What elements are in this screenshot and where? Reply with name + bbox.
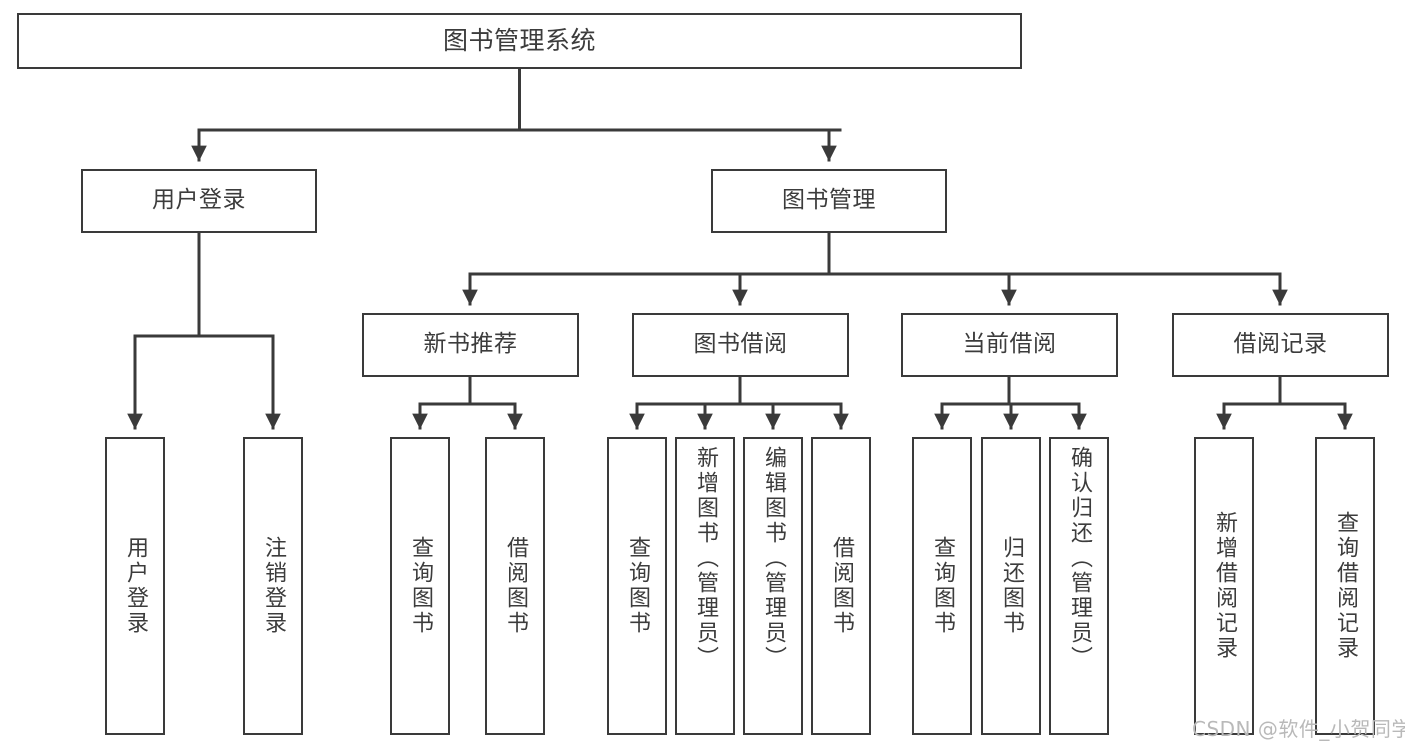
node-leaf-query-book-1[interactable]: 查询图书 — [390, 437, 450, 735]
node-leaf-borrow-book-1[interactable]: 借阅图书 — [485, 437, 545, 735]
node-borrow-record-label: 借阅记录 — [1233, 331, 1328, 358]
node-leaf-query-borrow-record-label: 查询借阅记录 — [1333, 511, 1358, 661]
node-leaf-return-book[interactable]: 归还图书 — [981, 437, 1041, 735]
node-leaf-query-book-2[interactable]: 查询图书 — [607, 437, 667, 735]
node-leaf-add-borrow-record-label: 新增借阅记录 — [1212, 511, 1237, 661]
node-new-book-recommend-label: 新书推荐 — [423, 331, 518, 358]
node-leaf-borrow-book-2-label: 借阅图书 — [829, 536, 854, 636]
node-leaf-user-login[interactable]: 用户登录 — [105, 437, 165, 735]
csdn-watermark: CSDN @软件_小贺同学 — [1192, 717, 1405, 741]
node-leaf-borrow-book-2[interactable]: 借阅图书 — [811, 437, 871, 735]
node-leaf-user-logout[interactable]: 注销登录 — [243, 437, 303, 735]
node-book-manage-label: 图书管理 — [782, 187, 876, 214]
node-leaf-add-borrow-record[interactable]: 新增借阅记录 — [1194, 437, 1254, 735]
node-user-login-label: 用户登录 — [152, 187, 246, 214]
node-leaf-query-book-3[interactable]: 查询图书 — [912, 437, 972, 735]
node-leaf-edit-book-admin-label: 编辑图书（管理员） — [761, 446, 786, 671]
node-root[interactable]: 图书管理系统 — [17, 13, 1022, 69]
node-book-borrow[interactable]: 图书借阅 — [632, 313, 849, 377]
node-leaf-borrow-book-1-label: 借阅图书 — [503, 536, 528, 636]
node-current-borrow[interactable]: 当前借阅 — [901, 313, 1118, 377]
node-leaf-query-borrow-record[interactable]: 查询借阅记录 — [1315, 437, 1375, 735]
node-leaf-query-book-1-label: 查询图书 — [408, 536, 433, 636]
node-book-manage[interactable]: 图书管理 — [711, 169, 947, 233]
node-leaf-add-book-admin-label: 新增图书（管理员） — [693, 446, 718, 671]
node-leaf-confirm-return-admin-label: 确认归还（管理员） — [1067, 446, 1092, 671]
node-leaf-return-book-label: 归还图书 — [999, 536, 1024, 636]
node-leaf-edit-book-admin[interactable]: 编辑图书（管理员） — [743, 437, 803, 735]
node-leaf-confirm-return-admin[interactable]: 确认归还（管理员） — [1049, 437, 1109, 735]
node-leaf-user-logout-label: 注销登录 — [261, 536, 286, 636]
node-leaf-add-book-admin[interactable]: 新增图书（管理员） — [675, 437, 735, 735]
node-borrow-record[interactable]: 借阅记录 — [1172, 313, 1389, 377]
node-new-book-recommend[interactable]: 新书推荐 — [362, 313, 579, 377]
node-book-borrow-label: 图书借阅 — [693, 331, 788, 358]
node-root-label: 图书管理系统 — [442, 26, 596, 55]
node-current-borrow-label: 当前借阅 — [962, 331, 1057, 358]
node-leaf-query-book-2-label: 查询图书 — [625, 536, 650, 636]
node-user-login[interactable]: 用户登录 — [81, 169, 317, 233]
node-leaf-query-book-3-label: 查询图书 — [930, 536, 955, 636]
node-leaf-user-login-label: 用户登录 — [123, 536, 148, 636]
